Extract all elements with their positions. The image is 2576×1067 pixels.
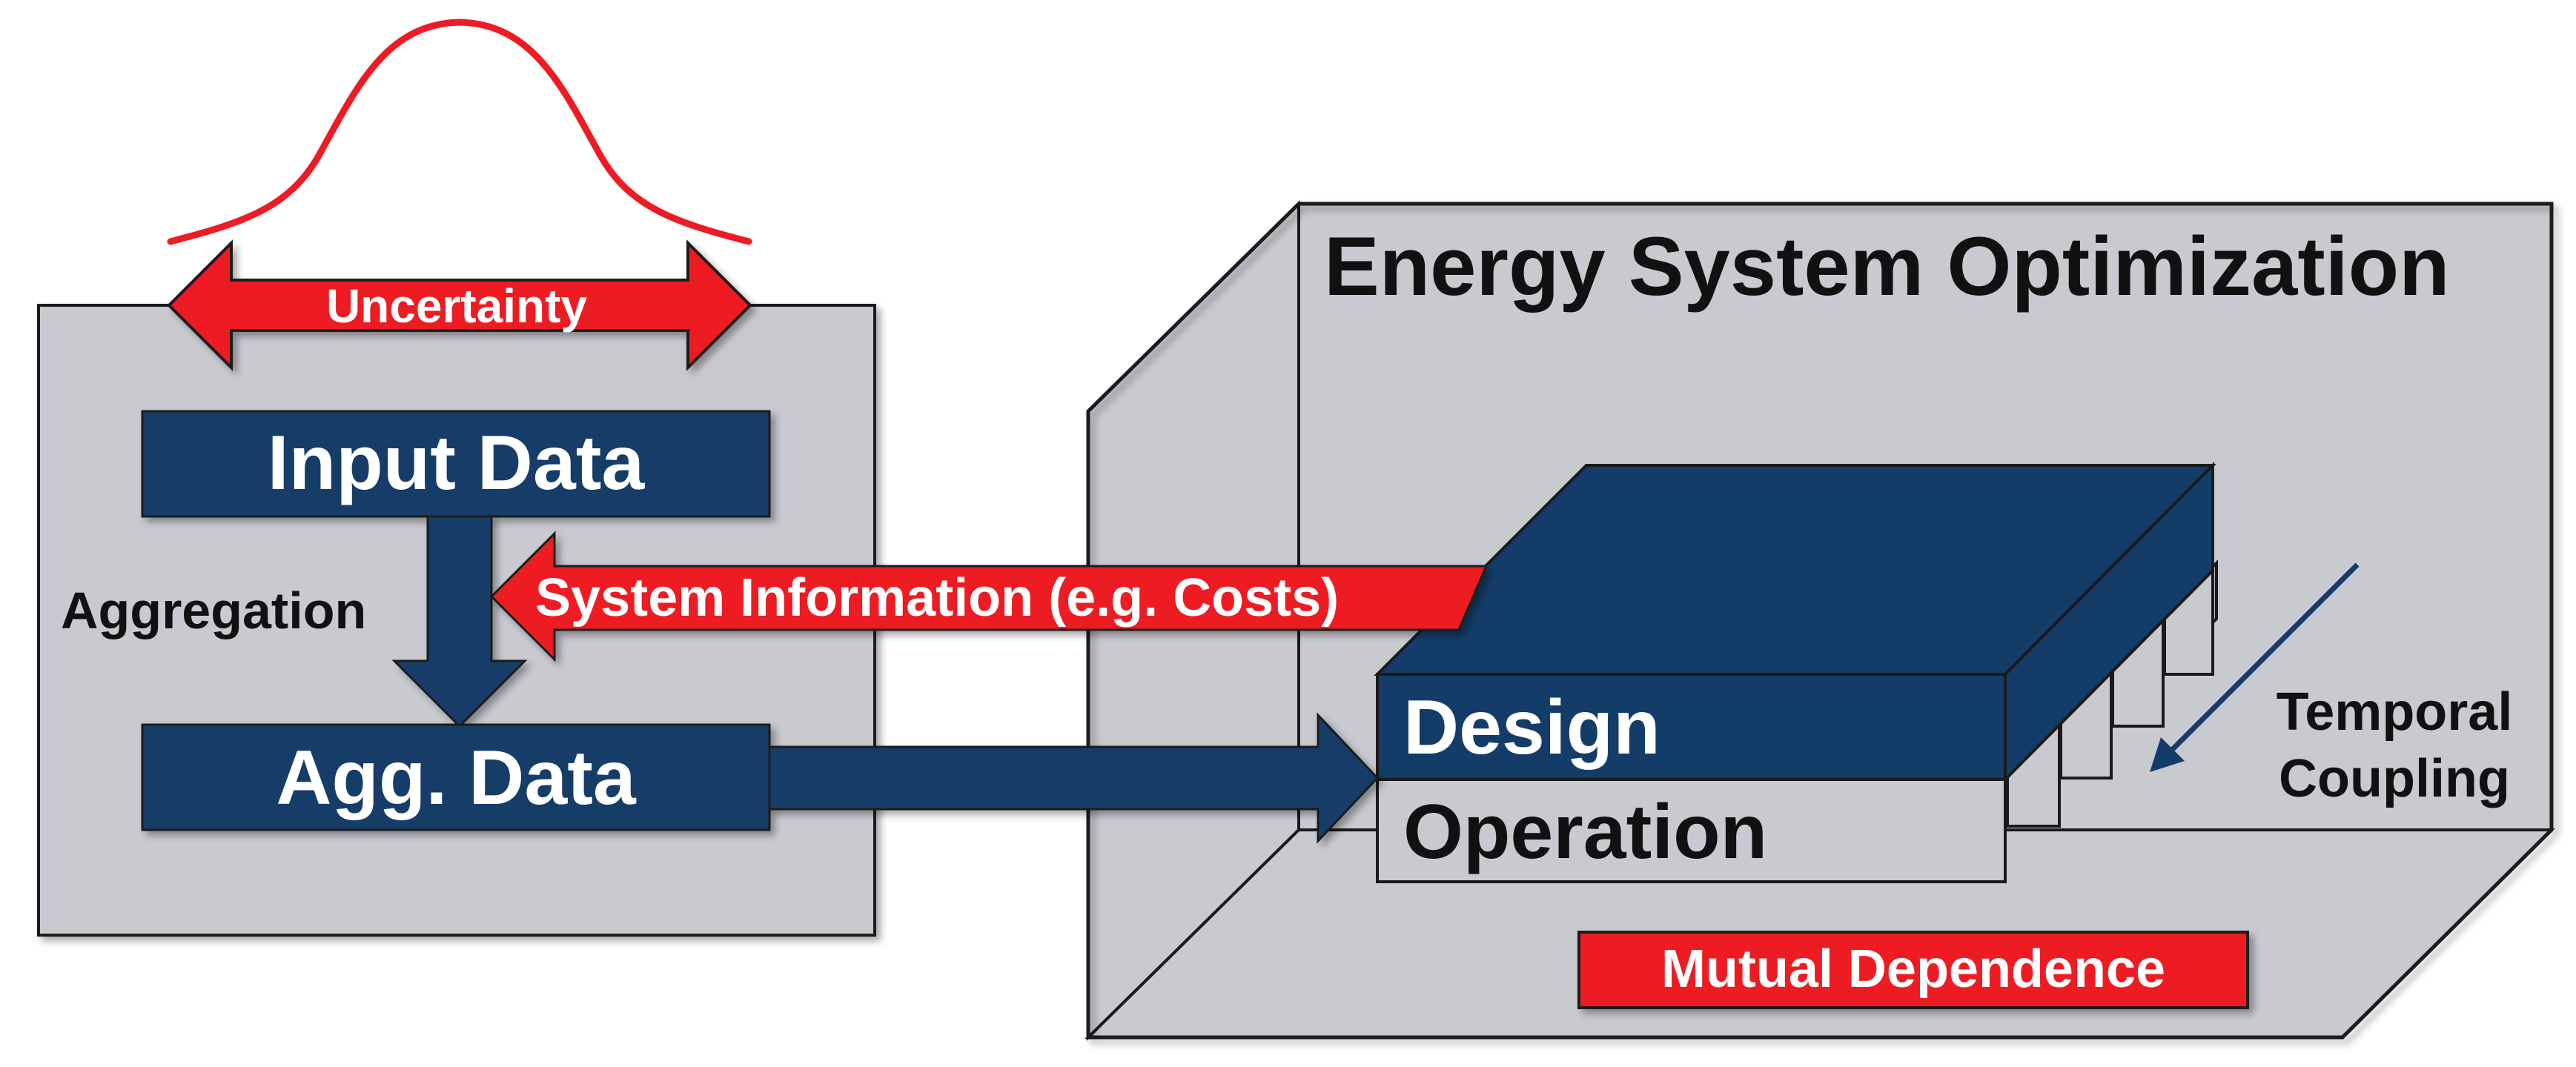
operation-face xyxy=(1376,778,2007,883)
system-information-label: System Information (e.g. Costs) xyxy=(535,568,1339,628)
input-data-label: Input Data xyxy=(268,420,646,506)
agg-data-box xyxy=(141,723,771,831)
uncertainty-distribution-curve xyxy=(167,19,752,245)
system-information-arrow xyxy=(489,531,1489,662)
mutual-dependence-box xyxy=(1577,931,2249,1009)
aggregation-label: Aggregation xyxy=(61,582,366,639)
temporal-coupling-label-line2: Coupling xyxy=(2279,749,2510,808)
agg-data-label: Agg. Data xyxy=(276,735,637,821)
uncertainty-label: Uncertainty xyxy=(326,279,588,333)
room-outline xyxy=(1086,202,2554,1040)
uncertainty-double-arrow xyxy=(167,239,752,371)
design-label: Design xyxy=(1403,685,1661,771)
input-data-box xyxy=(141,410,771,518)
energy-system-optimization-title: Energy System Optimization xyxy=(1324,220,2450,313)
temporal-coupling-arrowhead xyxy=(2150,737,2185,772)
aggregation-down-arrow xyxy=(391,515,528,728)
design-face xyxy=(1376,673,2007,781)
temporal-coupling-arrow xyxy=(2162,562,2360,759)
temporal-coupling-label-line1: Temporal xyxy=(2277,682,2513,742)
mutual-dependence-label: Mutual Dependence xyxy=(1661,940,2165,999)
operation-label: Operation xyxy=(1403,789,1767,875)
agg-data-to-model-arrow xyxy=(768,712,1380,844)
